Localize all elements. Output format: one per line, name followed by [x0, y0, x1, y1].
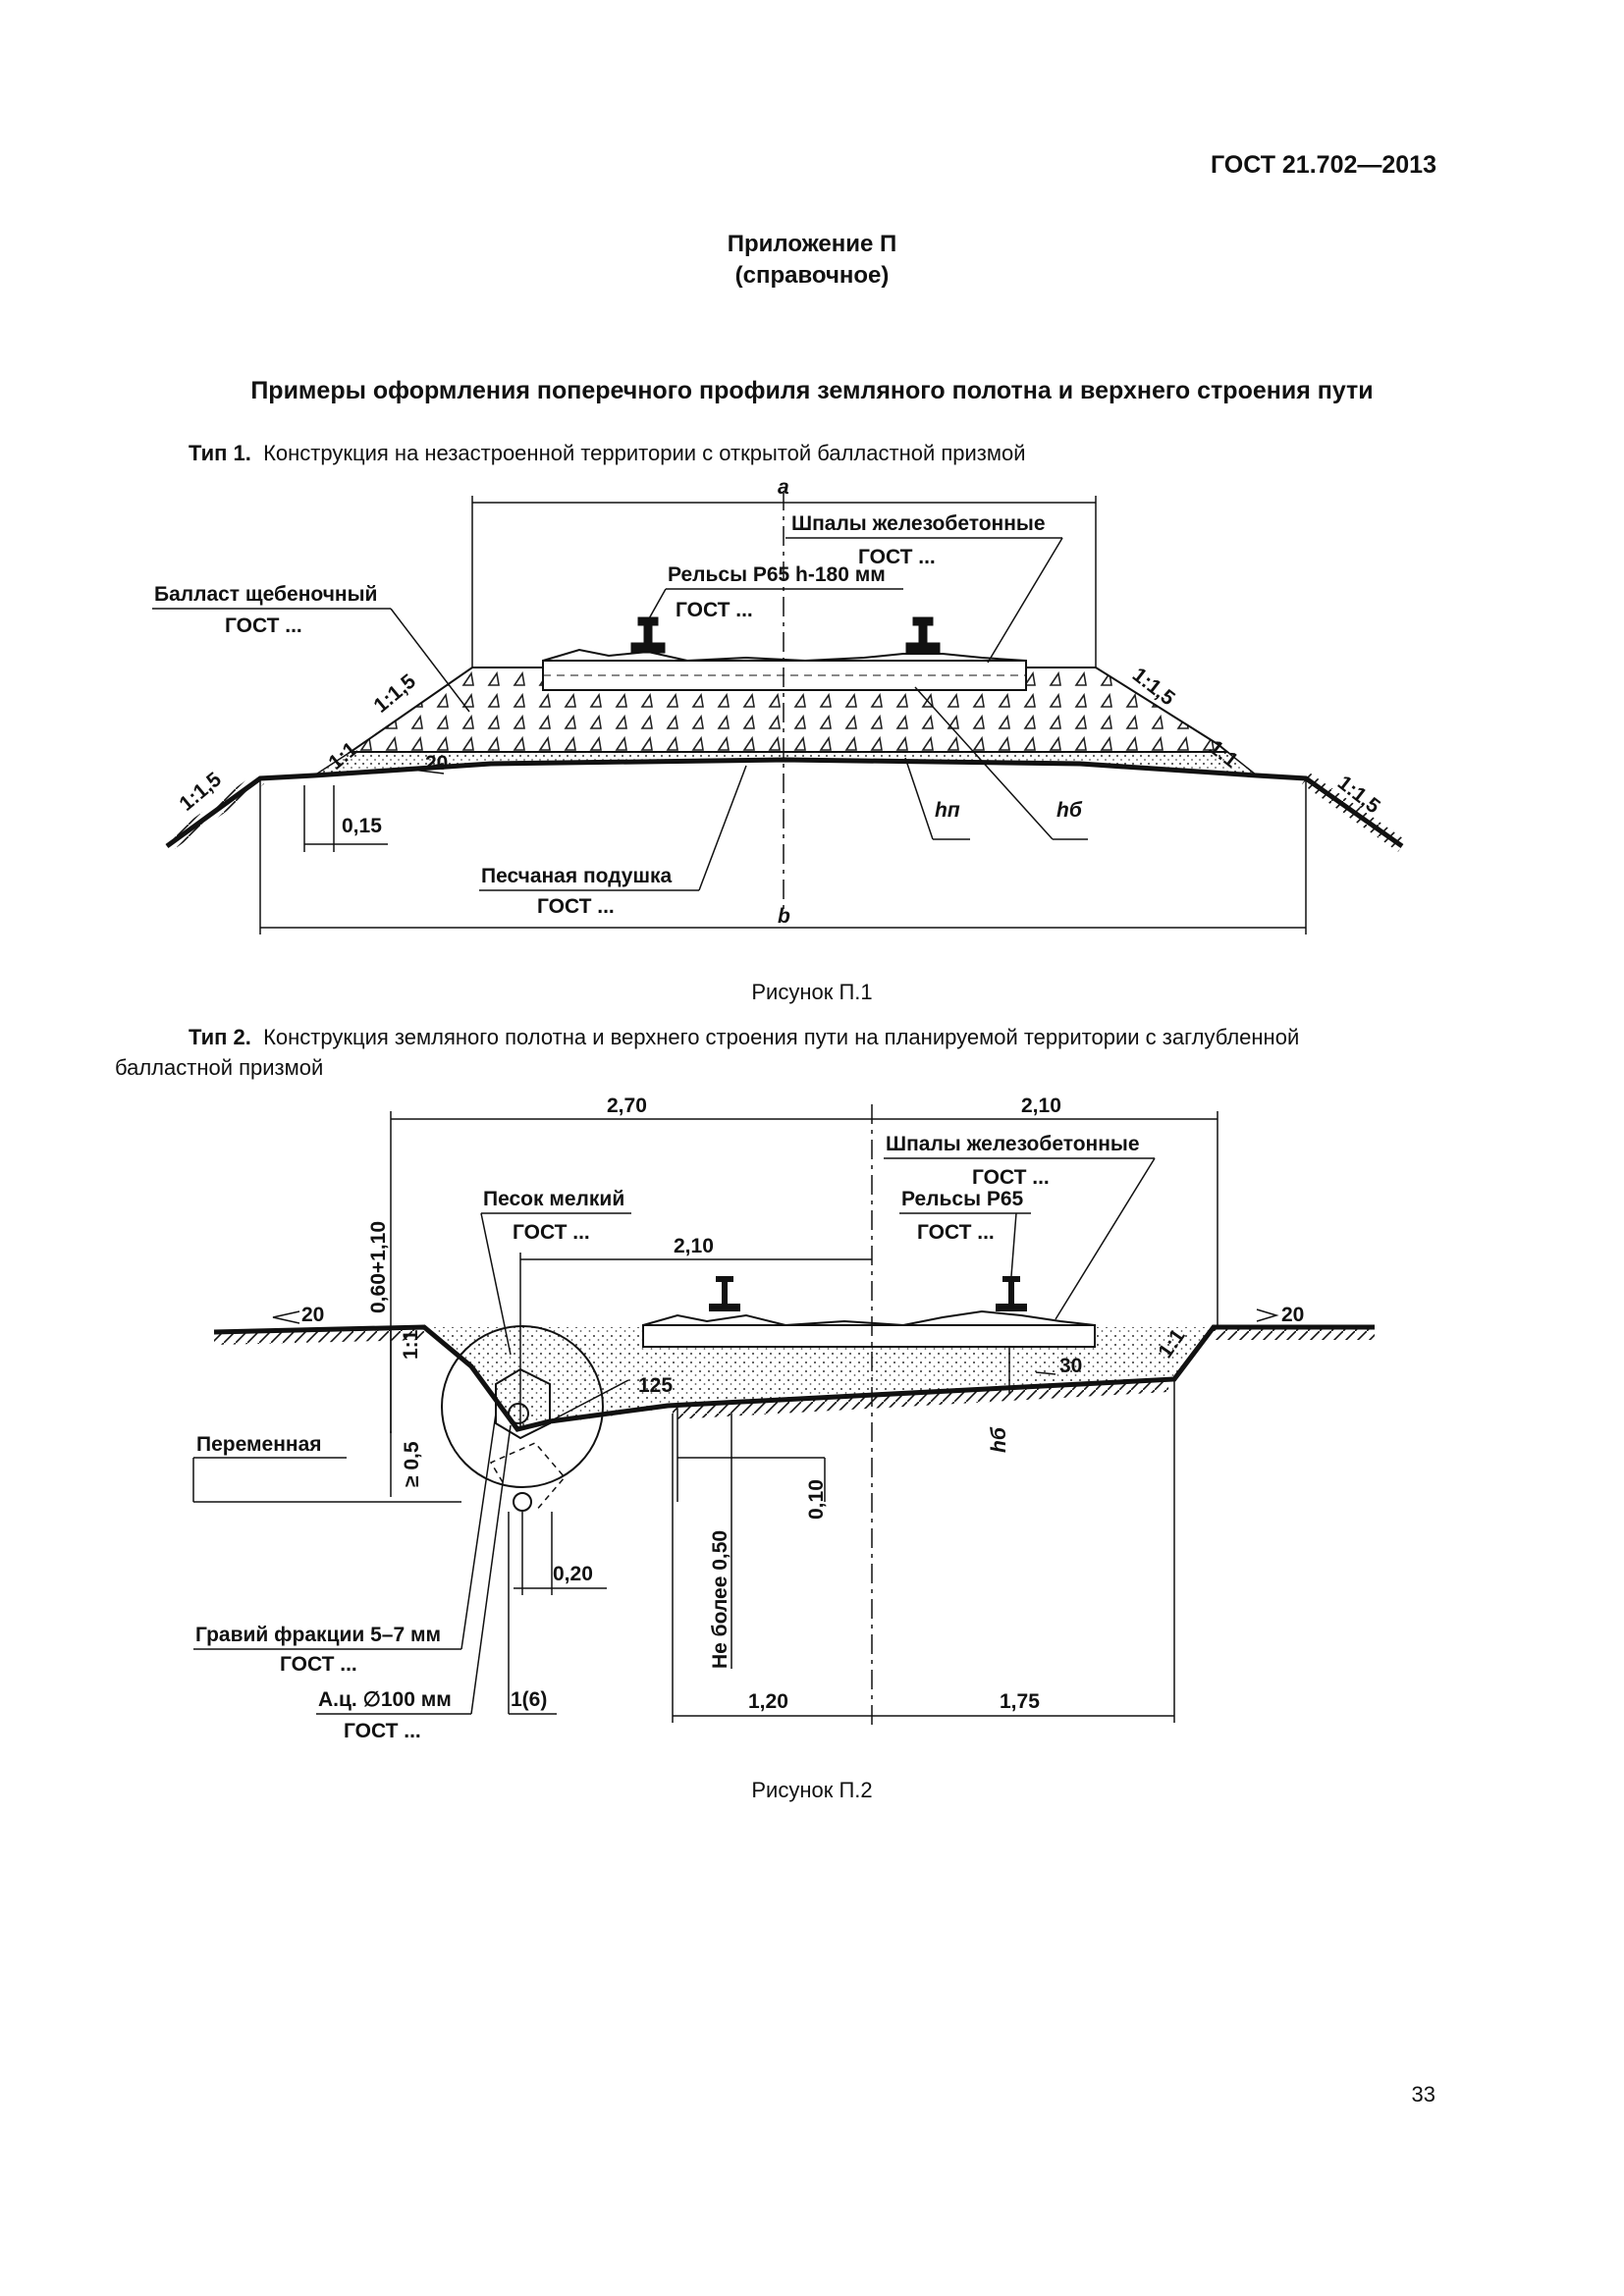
rails-label: Рельсы Р65 — [901, 1188, 1024, 1210]
angle-left: 20 — [301, 1304, 324, 1326]
type2-label: Тип 2. — [189, 1025, 251, 1049]
trench-sand-fill — [424, 1327, 1214, 1428]
dim-b: b — [778, 905, 790, 928]
dim-175: 1,75 — [1000, 1690, 1040, 1713]
dim-010: 0,10 — [805, 1479, 828, 1520]
sleepers-gost: ГОСТ ... — [858, 546, 936, 568]
dim-020: 0,20 — [553, 1563, 593, 1585]
appendix-subtitle: (справочное) — [734, 262, 890, 289]
appendix-heading: Приложение П (справочное) — [0, 229, 1624, 292]
dim-050: Не более 0,50 — [709, 1530, 731, 1669]
type2-text-line1: Конструкция земляного полотна и верхнего… — [263, 1025, 1300, 1049]
type1-text: Конструкция на незастроенной территории … — [263, 441, 1026, 465]
rails-gost: ГОСТ ... — [676, 599, 753, 621]
sand-gost: ГОСТ ... — [537, 895, 615, 918]
ballast-label: Балласт щебеночный — [154, 583, 377, 606]
figure-2-caption: Рисунок П.2 — [751, 1778, 873, 1802]
subgrade-top — [165, 757, 1404, 849]
gravel-label: Гравий фракции 5–7 мм — [195, 1624, 441, 1646]
dim-vertical: 0,60+1,10 — [367, 1221, 390, 1313]
h-b-label: hб — [988, 1426, 1010, 1453]
page-number: 33 — [1411, 2082, 1435, 2107]
dim-120: 1,20 — [748, 1690, 788, 1713]
angle-125: 125 — [638, 1374, 673, 1397]
angle-30: 30 — [1059, 1355, 1082, 1377]
h-b-label: hб — [1056, 799, 1083, 822]
figure-1-caption: Рисунок П.1 — [751, 980, 873, 1004]
sleepers-gost: ГОСТ ... — [972, 1166, 1050, 1189]
type1-paragraph: Тип 1. Конструкция на незастроенной терр… — [189, 438, 1026, 468]
gravel-gost: ГОСТ ... — [280, 1653, 357, 1676]
dim-210-mid: 2,10 — [674, 1235, 714, 1257]
type1-label: Тип 1. — [189, 441, 251, 465]
sleepers-label: Шпалы железобетонные — [886, 1133, 1140, 1155]
figure-2-drawing: 2,70 2,10 2,10 0,60+1,10 Шпалы железобет… — [192, 1095, 1375, 1742]
rail-left — [709, 1276, 740, 1311]
dim-270: 2,70 — [607, 1095, 647, 1117]
figure-1-drawing: a b Шпалы железобетонные ГОСТ ... Рельсы… — [152, 476, 1407, 934]
dim-a: a — [778, 476, 789, 499]
sleepers-label: Шпалы железобетонные — [791, 512, 1046, 535]
variable-label: Переменная — [196, 1433, 322, 1456]
rail-right — [905, 616, 941, 654]
dim-05: ≥ 0,5 — [401, 1441, 423, 1487]
sleeper — [642, 1324, 1096, 1348]
gravel-filter — [495, 1367, 551, 1440]
ballast-gost: ГОСТ ... — [225, 614, 302, 637]
dim-015: 0,15 — [342, 815, 382, 837]
angle-20: 20 — [425, 752, 448, 774]
h-p-label: hп — [935, 799, 960, 822]
rails-gost: ГОСТ ... — [917, 1221, 995, 1244]
appendix-title: Приложение П — [727, 231, 897, 257]
rail-right — [996, 1276, 1027, 1311]
sand-label: Песок мелкий — [483, 1188, 624, 1210]
sand-gost: ГОСТ ... — [513, 1221, 590, 1244]
rail-left — [630, 616, 666, 654]
pipe-gost: ГОСТ ... — [344, 1720, 421, 1742]
pipe-label: А.ц. ∅100 мм — [318, 1688, 452, 1711]
section-title: Примеры оформления поперечного профиля з… — [250, 377, 1374, 404]
sand-label: Песчаная подушка — [481, 865, 672, 887]
rails-label: Рельсы Р65 h-180 мм — [668, 563, 886, 586]
type2-text-line2: балластной призмой — [115, 1055, 324, 1080]
rail-profile — [542, 648, 1027, 663]
ratio-16: 1(6) — [511, 1688, 547, 1711]
drain-detail-circle — [441, 1325, 604, 1488]
dim-210-top: 2,10 — [1021, 1095, 1061, 1117]
slope-left: 1:1 — [400, 1329, 422, 1360]
document-id: ГОСТ 21.702—2013 — [1210, 151, 1436, 179]
type2-paragraph: Тип 2. Конструкция земляного полотна и в… — [115, 1022, 1450, 1083]
angle-right: 20 — [1281, 1304, 1304, 1326]
